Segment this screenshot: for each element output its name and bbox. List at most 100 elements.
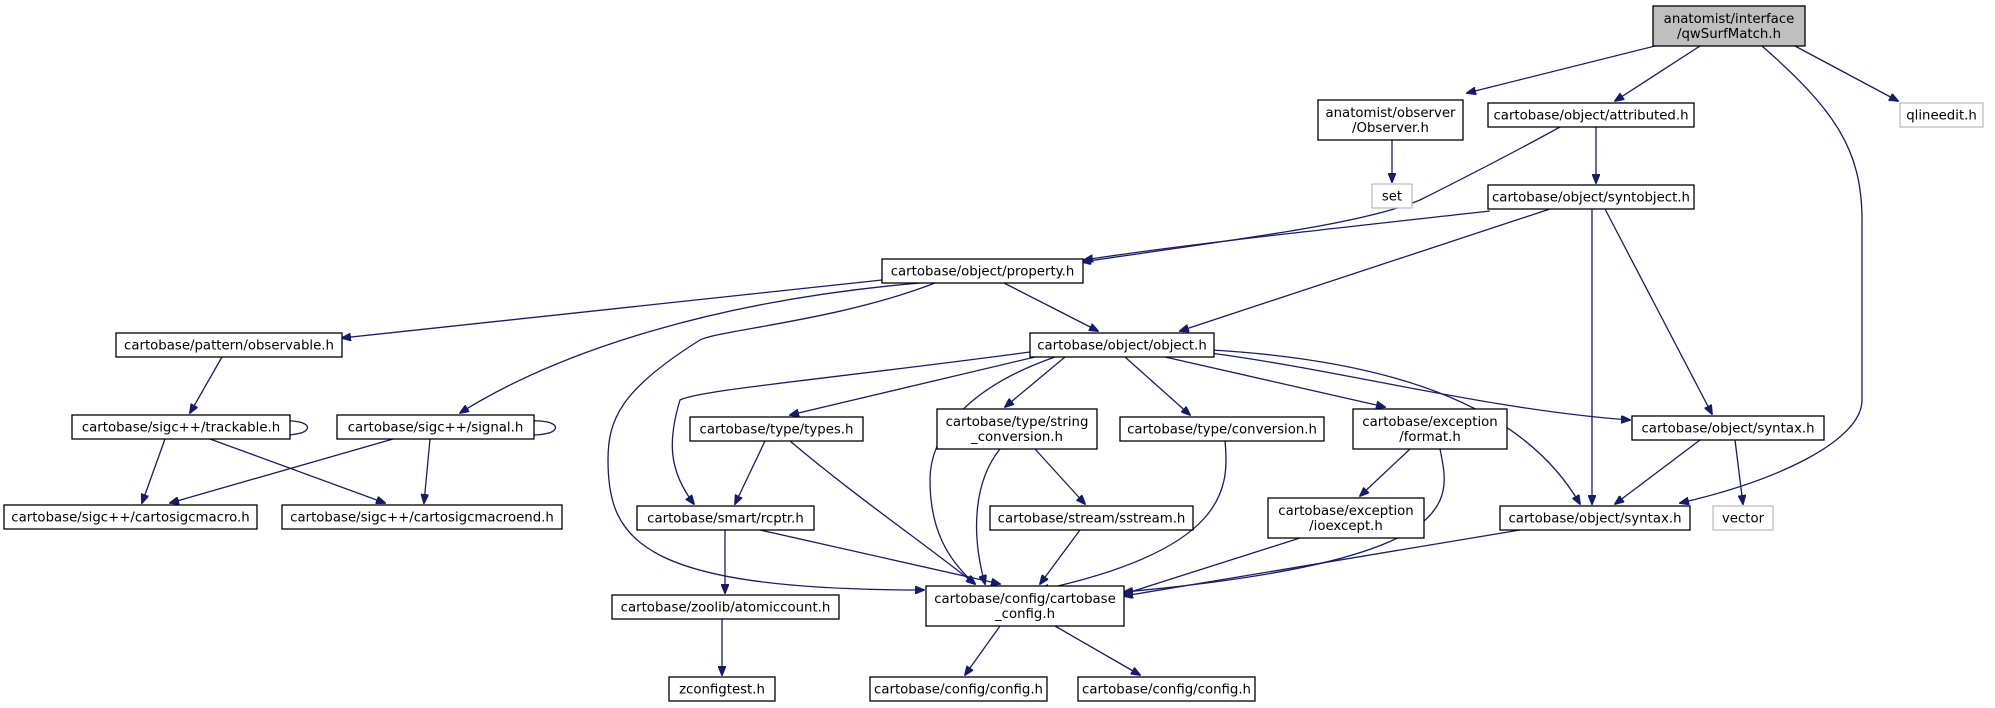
node-object[interactable]: cartobase/object/object.h — [1029, 332, 1215, 358]
node-atomiccount[interactable]: cartobase/zoolib/atomiccount.h — [611, 594, 840, 620]
node-label: anatomist/interface — [1664, 12, 1795, 27]
edge-syntobject-to-object — [1180, 208, 1551, 331]
node-label: cartobase/config/cartobase — [934, 592, 1116, 607]
node-config1[interactable]: cartobase/config/config.h — [869, 676, 1048, 702]
node-label: vector — [1722, 512, 1765, 527]
node-box — [668, 676, 776, 702]
node-qwSurfMatch[interactable]: anatomist/interface/qwSurfMatch.h — [1652, 5, 1806, 47]
edge-object-to-rcptr — [671, 351, 1031, 504]
node-syntax_low[interactable]: cartobase/object/syntax.h — [1499, 505, 1691, 531]
node-box — [611, 594, 840, 620]
node-rcptr[interactable]: cartobase/smart/rcptr.h — [636, 505, 815, 531]
node-label: cartobase/sigc++/signal.h — [348, 421, 524, 436]
node-label: qlineedit.h — [1906, 109, 1977, 124]
node-config2[interactable]: cartobase/config/config.h — [1077, 676, 1256, 702]
edge-string_conv-to-cartobase_config — [975, 448, 1001, 584]
edge-syntax_top-to-syntax_low — [1615, 439, 1701, 504]
node-cartosigcmacro[interactable]: cartobase/sigc++/cartosigcmacro.h — [3, 504, 258, 530]
node-label: _config.h — [994, 607, 1055, 622]
edge-signal-to-cartosigcmacroend — [424, 438, 431, 503]
node-cartobase_config[interactable]: cartobase/config/cartobase_config.h — [925, 585, 1125, 627]
node-box — [1077, 676, 1256, 702]
node-label: cartobase/sigc++/trackable.h — [82, 421, 280, 436]
node-signal[interactable]: cartobase/sigc++/signal.h — [336, 414, 535, 440]
node-sstream[interactable]: cartobase/stream/sstream.h — [989, 505, 1194, 531]
edge-syntobject-to-syntax_top — [1604, 208, 1712, 414]
node-label: cartobase/object/object.h — [1037, 339, 1207, 354]
edge-property-to-signal — [460, 282, 921, 413]
node-box — [3, 504, 258, 530]
edge-signal-to-cartosigcmacro — [170, 438, 394, 503]
node-ioexcept[interactable]: cartobase/exception/ioexcept.h — [1267, 497, 1425, 539]
node-box — [1652, 5, 1806, 47]
node-box — [689, 416, 864, 442]
node-box — [925, 585, 1125, 627]
edge-object-to-cartobase_config — [929, 356, 1056, 584]
edge-qwSurfMatch-to-attributed — [1615, 45, 1701, 101]
node-label: cartobase/pattern/observable.h — [124, 339, 334, 354]
node-syntax_top[interactable]: cartobase/object/syntax.h — [1631, 415, 1825, 441]
node-zconfigtest[interactable]: zconfigtest.h — [668, 676, 776, 702]
node-box — [115, 332, 343, 358]
node-label: cartobase/type/string — [946, 415, 1089, 430]
node-box — [636, 505, 815, 531]
edges — [142, 45, 1898, 675]
node-label: cartobase/smart/rcptr.h — [647, 512, 804, 527]
node-label: anatomist/observer — [1325, 106, 1456, 121]
edge-syntax_low-to-cartobase_config — [1124, 529, 1521, 596]
node-observer[interactable]: anatomist/observer/Observer.h — [1317, 99, 1464, 141]
node-box — [1487, 102, 1695, 128]
node-format[interactable]: cartobase/exception/format.h — [1352, 408, 1508, 450]
node-types[interactable]: cartobase/type/types.h — [689, 416, 864, 442]
edge-ioexcept-to-cartobase_config — [1124, 537, 1301, 594]
edge-object-to-types — [790, 356, 1036, 415]
edge-property-to-cartobase_config — [607, 282, 936, 590]
node-cartosigcmacroend[interactable]: cartobase/sigc++/cartosigcmacroend.h — [281, 504, 563, 530]
edge-syntobject-to-property — [1084, 210, 1491, 260]
node-box — [869, 676, 1048, 702]
edge-object-to-syntax_top — [1209, 352, 1630, 420]
nodes: anatomist/interface/qwSurfMatch.hanatomi… — [3, 5, 1984, 702]
node-label: cartobase/sigc++/cartosigcmacro.h — [11, 511, 249, 526]
node-box — [1899, 102, 1984, 128]
node-box — [1352, 408, 1508, 450]
edge-conversion-to-cartobase_config — [1040, 440, 1227, 590]
node-label: cartobase/object/property.h — [891, 265, 1075, 280]
node-box — [336, 414, 535, 440]
node-label: /format.h — [1399, 430, 1461, 445]
node-box — [1487, 184, 1695, 210]
node-box — [1317, 99, 1464, 141]
node-property[interactable]: cartobase/object/property.h — [881, 258, 1084, 284]
node-observable[interactable]: cartobase/pattern/observable.h — [115, 332, 343, 358]
node-label: cartobase/config/config.h — [1082, 683, 1251, 698]
node-label: /ioexcept.h — [1309, 519, 1383, 534]
edge-sstream-to-cartobase_config — [1040, 529, 1081, 584]
node-label: /Observer.h — [1352, 121, 1429, 136]
node-label: cartobase/sigc++/cartosigcmacroend.h — [290, 511, 554, 526]
edge-qwSurfMatch-to-syntax_low — [1680, 45, 1863, 503]
edge-syntax_top-to-vector — [1734, 439, 1743, 504]
edge-property-to-observable — [342, 279, 883, 338]
node-label: cartobase/stream/sstream.h — [998, 512, 1186, 527]
node-string_conv[interactable]: cartobase/type/string_conversion.h — [936, 408, 1098, 450]
node-label: cartobase/object/attributed.h — [1494, 109, 1689, 124]
node-box — [881, 258, 1084, 284]
edge-cartobase_config-to-config2 — [1054, 625, 1140, 675]
edge-rcptr-to-cartobase_config — [759, 529, 1000, 584]
node-label: cartobase/object/syntobject.h — [1492, 191, 1690, 206]
node-label: cartobase/type/conversion.h — [1127, 423, 1317, 438]
edge-string_conv-to-sstream — [1034, 448, 1085, 504]
node-label: _conversion.h — [970, 430, 1063, 445]
edge-observable-to-trackable — [190, 356, 223, 413]
node-box — [1371, 183, 1413, 209]
edge-object-to-string_conv — [1005, 356, 1066, 407]
node-box — [1499, 505, 1691, 531]
node-box — [1631, 415, 1825, 441]
node-box — [1712, 505, 1774, 531]
node-label: cartobase/type/types.h — [700, 423, 854, 438]
node-label: cartobase/object/syntax.h — [1508, 512, 1681, 527]
node-trackable[interactable]: cartobase/sigc++/trackable.h — [71, 414, 291, 440]
node-syntobject[interactable]: cartobase/object/syntobject.h — [1487, 184, 1695, 210]
node-attributed[interactable]: cartobase/object/attributed.h — [1487, 102, 1695, 128]
node-conversion[interactable]: cartobase/type/conversion.h — [1119, 416, 1325, 442]
